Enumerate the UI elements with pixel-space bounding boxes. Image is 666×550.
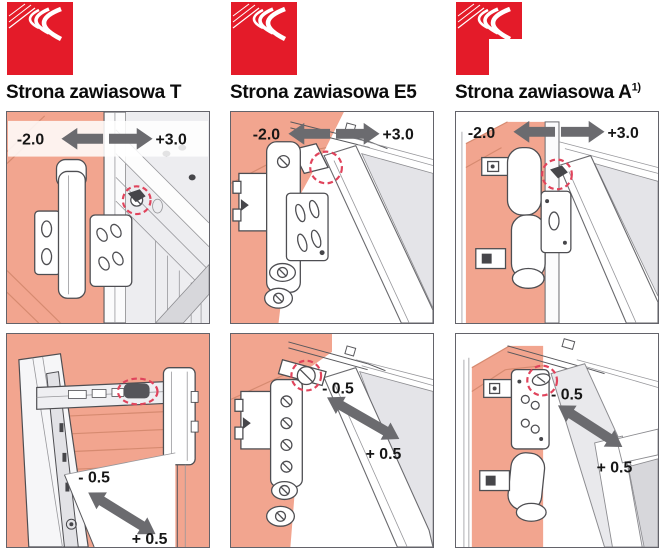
panel-E5-horizontal-adjustment: -2.0 +3.0 <box>230 111 434 324</box>
pos-value-label: + 0.5 <box>366 446 402 463</box>
heading-superscript: 1) <box>631 81 641 94</box>
hinge-illustration <box>232 141 329 309</box>
double-headed-arrow-icon <box>88 492 156 535</box>
brand-swoosh-logo-icon <box>231 2 297 75</box>
frame-lines <box>576 359 658 388</box>
heading-text: Strona zawiasowa T <box>6 82 182 103</box>
column-T: Strona zawiasowa T <box>6 0 212 550</box>
arrow-right-icon <box>560 120 605 143</box>
red-dashed-circle-icon <box>526 364 559 397</box>
red-dashed-circle-icon <box>309 150 343 185</box>
hinge-illustration <box>475 147 572 289</box>
neg-value-label: - 0.5 <box>78 470 110 487</box>
pos-value-label: +3.0 <box>383 127 414 144</box>
sash-profile <box>558 154 658 323</box>
red-dashed-circle-icon <box>121 185 152 216</box>
diagonal-adjustment-annotation: - 0.5 + 0.5 <box>322 380 401 462</box>
brand-swoosh-logo-icon <box>7 2 73 75</box>
sash-profile <box>323 145 433 323</box>
panel-T-diagonal-adjustment: - 0.5 + 0.5 <box>6 333 210 548</box>
panel-T-horizontal-adjustment: -2.0 +3.0 <box>6 111 210 324</box>
diagonal-adjustment-annotation: - 0.5 + 0.5 <box>551 386 632 476</box>
hinge-illustration <box>479 369 551 522</box>
horizontal-adjustment-annotation: -2.0 +3.0 <box>17 127 187 150</box>
neg-value-label: -2.0 <box>253 127 280 144</box>
diagonal-adjustment-annotation: - 0.5 + 0.5 <box>78 470 167 547</box>
stay-arm <box>36 380 169 410</box>
red-dashed-circle-icon <box>116 377 159 406</box>
arrow-right-icon <box>108 127 153 150</box>
neg-value-label: - 0.5 <box>322 380 354 397</box>
glass-area <box>360 152 433 309</box>
horizontal-adjustment-annotation: -2.0 +3.0 <box>253 122 414 145</box>
hinge-illustration <box>234 358 327 527</box>
heading-text: Strona zawiasowa E5 <box>230 82 417 103</box>
column-heading: Strona zawiasowa E5 <box>230 82 417 104</box>
double-headed-arrow-icon <box>557 405 623 447</box>
neg-value-label: - 0.5 <box>551 386 583 403</box>
pos-value-label: + 0.5 <box>132 531 168 547</box>
panel-A-diagonal-adjustment: - 0.5 + 0.5 <box>455 333 659 548</box>
column-heading: Strona zawiasowa T <box>6 82 182 104</box>
pos-value-label: +3.0 <box>156 132 187 149</box>
column-A: Strona zawiasowa A1) <box>455 0 661 550</box>
neg-value-label: -2.0 <box>17 132 44 149</box>
heading-text: Strona zawiasowa A <box>455 82 632 103</box>
neg-value-label: -2.0 <box>468 125 495 142</box>
top-rail-lines <box>288 341 386 372</box>
column-heading: Strona zawiasowa A1) <box>455 81 641 104</box>
panel-E5-diagonal-adjustment: - 0.5 + 0.5 <box>230 333 434 548</box>
arrow-left-icon <box>288 122 331 145</box>
horizontal-adjustment-annotation: -2.0 +3.0 <box>468 120 639 143</box>
red-dashed-circle-icon <box>541 158 573 191</box>
glass-area <box>593 162 658 297</box>
brand-swoosh-checkered-logo-icon <box>456 2 522 75</box>
arrow-left-icon <box>61 127 104 150</box>
frame-lines <box>355 359 433 386</box>
inner-frame-horizontal <box>615 428 658 464</box>
panel-A-horizontal-adjustment: -2.0 +3.0 <box>455 111 659 324</box>
glass-corner <box>627 458 658 547</box>
hinge-block <box>162 367 199 547</box>
pos-value-label: +3.0 <box>608 125 639 142</box>
column-E5: Strona zawiasowa E5 <box>230 0 436 550</box>
double-headed-arrow-icon <box>327 396 400 440</box>
red-dashed-circle-icon <box>290 359 323 392</box>
pos-value-label: + 0.5 <box>597 460 633 477</box>
arrow-left-icon <box>513 120 556 143</box>
frame-lines <box>558 141 658 174</box>
arrow-right-icon <box>335 122 380 145</box>
